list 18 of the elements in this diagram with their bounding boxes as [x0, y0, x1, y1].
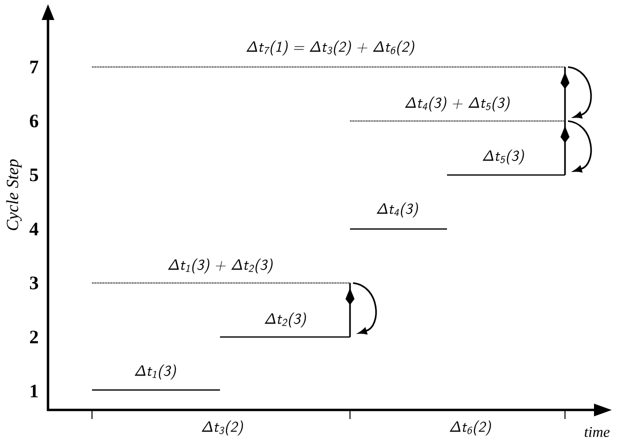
axis-title: time	[584, 426, 610, 438]
segment-label: Δt$_{4}$(3)	[376, 202, 418, 218]
tick-label: 7	[30, 60, 38, 74]
segment-label: Δt$_{4}$(3) + Δt$_{5}$(3)	[404, 96, 510, 112]
tick-label: 2	[30, 330, 38, 344]
segment-label: Δt$_{3}$(2)	[202, 420, 243, 436]
segment-label: Δt$_{7}$(1) = Δt$_{3}$(2) + Δt$_{6}$(2)	[246, 40, 414, 56]
segment-label: Δt$_{1}$(3)	[134, 364, 176, 380]
tick-label: 4	[30, 222, 38, 236]
tick-label: 6	[30, 114, 38, 128]
segment-label: Δt$_{6}$(2)	[450, 420, 491, 436]
axis-title: Cycle Step	[6, 159, 22, 230]
segment-label: Δt$_{1}$(3) + Δt$_{2}$(3)	[168, 258, 273, 274]
segment-label: Δt$_{2}$(3)	[264, 312, 306, 328]
tick-label: 1	[30, 384, 38, 398]
tick-label: 5	[30, 168, 38, 182]
segment-label: Δt$_{5}$(3)	[482, 150, 524, 164]
tick-label: 3	[30, 276, 38, 290]
